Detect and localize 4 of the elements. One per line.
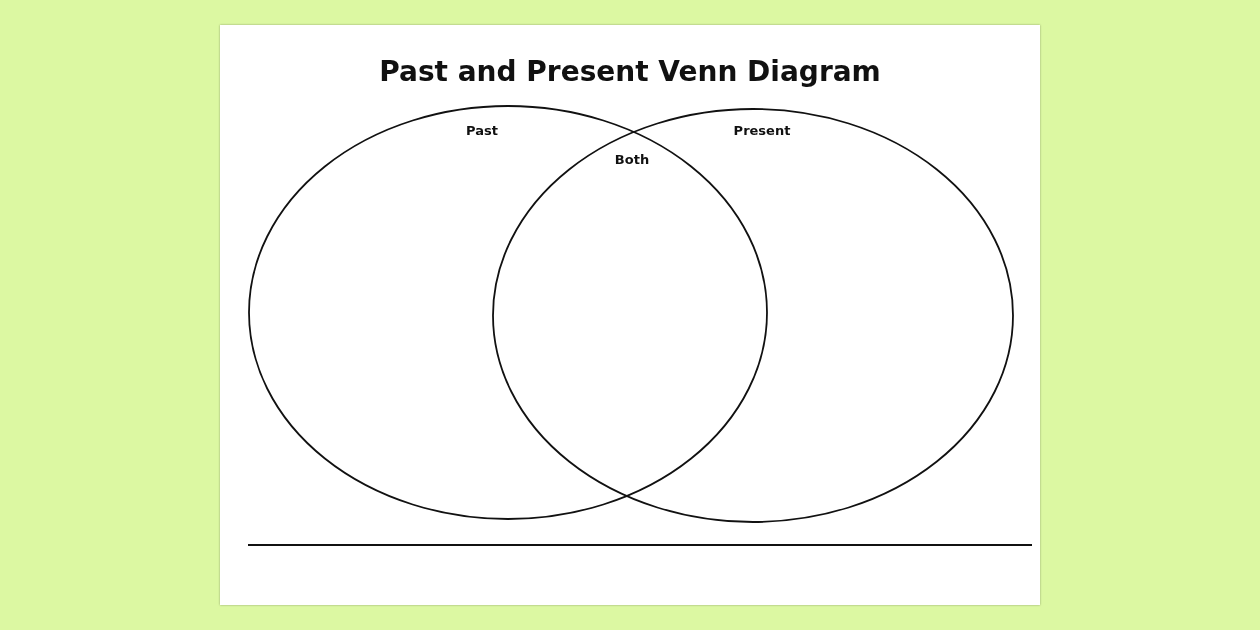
set-label: Present <box>733 123 791 138</box>
overlap-label: Both <box>614 152 650 167</box>
set-label: Past <box>466 123 498 138</box>
title: Past and Present Venn Diagram <box>378 55 882 88</box>
